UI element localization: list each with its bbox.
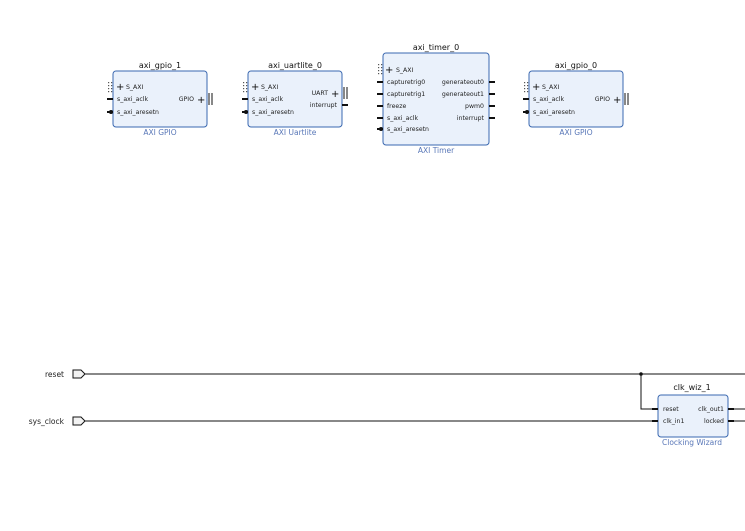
port-reset: reset — [663, 406, 679, 413]
block-axi-timer-0[interactable]: axi_timer_0 + S_AXI capturetrig0 capture… — [377, 43, 495, 155]
bus-grip-icon — [378, 64, 383, 75]
expand-plus-icon[interactable]: + — [613, 95, 621, 106]
port-s-axi-aclk: s_axi_aclk — [387, 115, 418, 122]
port-s-axi-aclk: s_axi_aclk — [533, 96, 564, 103]
block-axi-gpio-1[interactable]: axi_gpio_1 + S_AXI s_axi_aclk s_axi_ares… — [107, 61, 213, 137]
bus-interface-icon[interactable] — [208, 93, 213, 105]
expand-plus-icon[interactable]: + — [532, 82, 540, 93]
expand-plus-icon[interactable]: + — [116, 82, 124, 93]
port-capturetrig0: capturetrig0 — [387, 79, 425, 86]
port-s-axi: S_AXI — [261, 84, 278, 91]
external-port-label: sys_clock — [29, 417, 65, 426]
expand-plus-icon[interactable]: + — [385, 65, 393, 76]
block-subtitle: Clocking Wizard — [662, 438, 722, 447]
port-locked: locked — [704, 418, 724, 425]
port-s-axi: S_AXI — [396, 67, 413, 74]
bus-grip-icon — [108, 82, 113, 93]
port-gpio: GPIO — [179, 96, 194, 103]
block-subtitle: AXI GPIO — [143, 128, 176, 137]
block-name: axi_timer_0 — [413, 43, 459, 52]
bus-interface-icon[interactable] — [624, 93, 629, 105]
bus-grip-icon — [243, 82, 248, 93]
block-subtitle: AXI Timer — [418, 146, 455, 155]
wire-junction — [639, 372, 643, 376]
port-s-axi-aclk: s_axi_aclk — [117, 96, 148, 103]
port-s-axi-aresetn: s_axi_aresetn — [117, 109, 159, 116]
port-uart: UART — [312, 90, 329, 97]
block-subtitle: AXI GPIO — [559, 128, 592, 137]
port-clk-in1: clk_in1 — [663, 418, 684, 425]
block-name: axi_gpio_0 — [555, 61, 597, 70]
port-capturetrig1: capturetrig1 — [387, 91, 425, 98]
block-subtitle: AXI Uartlite — [274, 128, 317, 137]
input-port-icon[interactable] — [72, 369, 86, 379]
external-port-sys-clock[interactable]: sys_clock — [29, 416, 86, 426]
expand-plus-icon[interactable]: + — [251, 82, 259, 93]
port-interrupt: interrupt — [457, 115, 485, 122]
block-name: axi_uartlite_0 — [268, 61, 322, 70]
block-name: clk_wiz_1 — [673, 383, 710, 392]
external-port-reset[interactable]: reset — [45, 369, 86, 379]
block-axi-uartlite-0[interactable]: axi_uartlite_0 + S_AXI s_axi_aclk s_axi_… — [242, 61, 348, 137]
port-freeze: freeze — [387, 103, 406, 110]
port-s-axi-aresetn: s_axi_aresetn — [533, 109, 575, 116]
expand-plus-icon[interactable]: + — [331, 89, 339, 100]
block-clk-wiz-1[interactable]: clk_wiz_1 reset clk_in1 clk_out1 locked … — [652, 383, 734, 447]
port-gpio: GPIO — [595, 96, 610, 103]
input-port-icon[interactable] — [72, 416, 86, 426]
block-body[interactable] — [657, 394, 729, 438]
block-name: axi_gpio_1 — [139, 61, 181, 70]
external-port-label: reset — [45, 370, 64, 379]
port-generateout1: generateout1 — [442, 91, 484, 98]
port-s-axi: S_AXI — [542, 84, 559, 91]
port-s-axi-aresetn: s_axi_aresetn — [387, 126, 429, 133]
port-interrupt: interrupt — [310, 102, 338, 109]
block-body[interactable] — [382, 52, 490, 146]
port-s-axi-aresetn: s_axi_aresetn — [252, 109, 294, 116]
port-s-axi: S_AXI — [126, 84, 143, 91]
port-clk-out1: clk_out1 — [698, 406, 724, 413]
port-pwm0: pwm0 — [465, 103, 484, 110]
expand-plus-icon[interactable]: + — [197, 95, 205, 106]
block-axi-gpio-0[interactable]: axi_gpio_0 + S_AXI s_axi_aclk s_axi_ares… — [523, 61, 629, 137]
wire-reset-to-clkwiz[interactable] — [640, 374, 652, 410]
bus-grip-icon — [524, 82, 529, 93]
bus-interface-icon[interactable] — [343, 87, 348, 99]
port-generateout0: generateout0 — [442, 79, 484, 86]
port-s-axi-aclk: s_axi_aclk — [252, 96, 283, 103]
